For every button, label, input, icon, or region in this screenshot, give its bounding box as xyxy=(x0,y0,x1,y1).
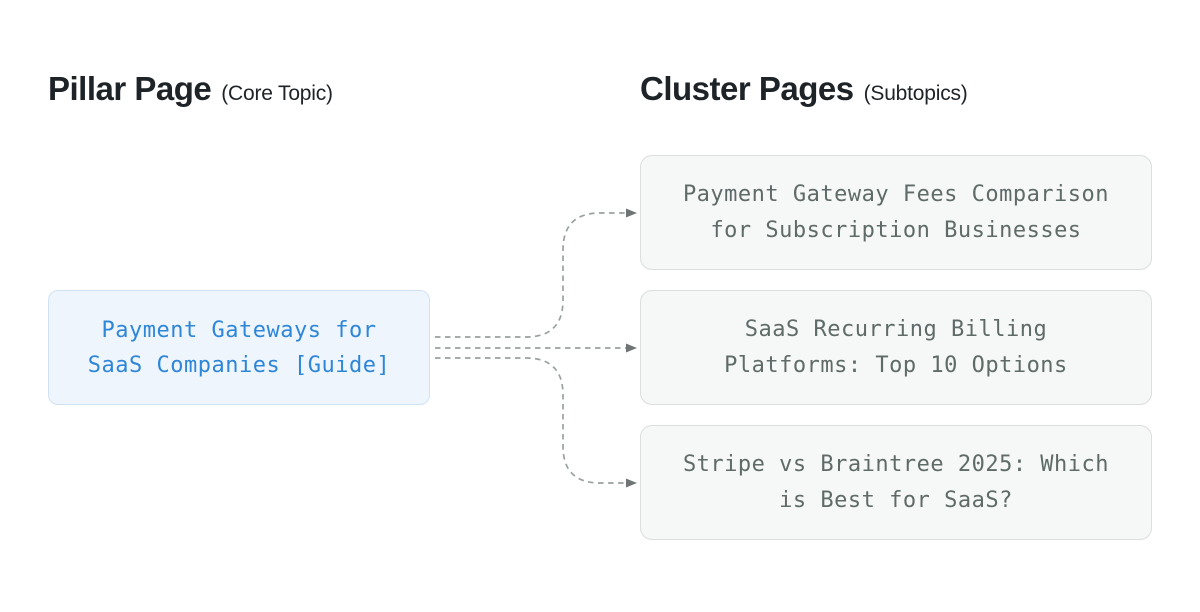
pillar-page-node-line: Payment Gateways for xyxy=(101,317,377,343)
cluster-page-node-line: Payment Gateway Fees Comparison xyxy=(682,181,1110,207)
connector-top-arrowhead-icon xyxy=(626,208,637,218)
pillar-header: Pillar Page (Core Topic) xyxy=(48,70,333,108)
pillar-page-node-line: SaaS Companies [Guide] xyxy=(87,352,391,378)
pillar-header-subtitle: (Core Topic) xyxy=(221,82,333,105)
pillar-page-node: Payment Gateways for SaaS Companies [Gui… xyxy=(48,290,430,405)
cluster-header-subtitle: (Subtopics) xyxy=(863,82,968,105)
cluster-header: Cluster Pages (Subtopics) xyxy=(640,70,968,108)
connector-lines xyxy=(435,208,637,488)
connector-middle-arrowhead-icon xyxy=(626,343,637,353)
connector-top xyxy=(435,212,626,338)
pillar-header-title: Pillar Page xyxy=(48,70,212,107)
cluster-page-node-line: Platforms: Top 10 Options xyxy=(724,352,1068,378)
cluster-header-title: Cluster Pages xyxy=(640,70,854,107)
connector-bottom-arrowhead-icon xyxy=(626,478,637,488)
cluster-page-node-line: Stripe vs Braintree 2025: Which xyxy=(682,451,1110,477)
cluster-page-node-fees-comparison: Payment Gateway Fees Comparison for Subs… xyxy=(640,155,1152,270)
cluster-page-node-stripe-vs-braintree: Stripe vs Braintree 2025: Which is Best … xyxy=(640,425,1152,540)
connector-bottom xyxy=(435,357,626,484)
cluster-page-node-line: is Best for SaaS? xyxy=(779,487,1013,513)
cluster-page-node-billing-platforms: SaaS Recurring Billing Platforms: Top 10… xyxy=(640,290,1152,405)
cluster-page-node-line: SaaS Recurring Billing xyxy=(744,316,1048,342)
cluster-page-node-line: for Subscription Businesses xyxy=(710,217,1082,243)
